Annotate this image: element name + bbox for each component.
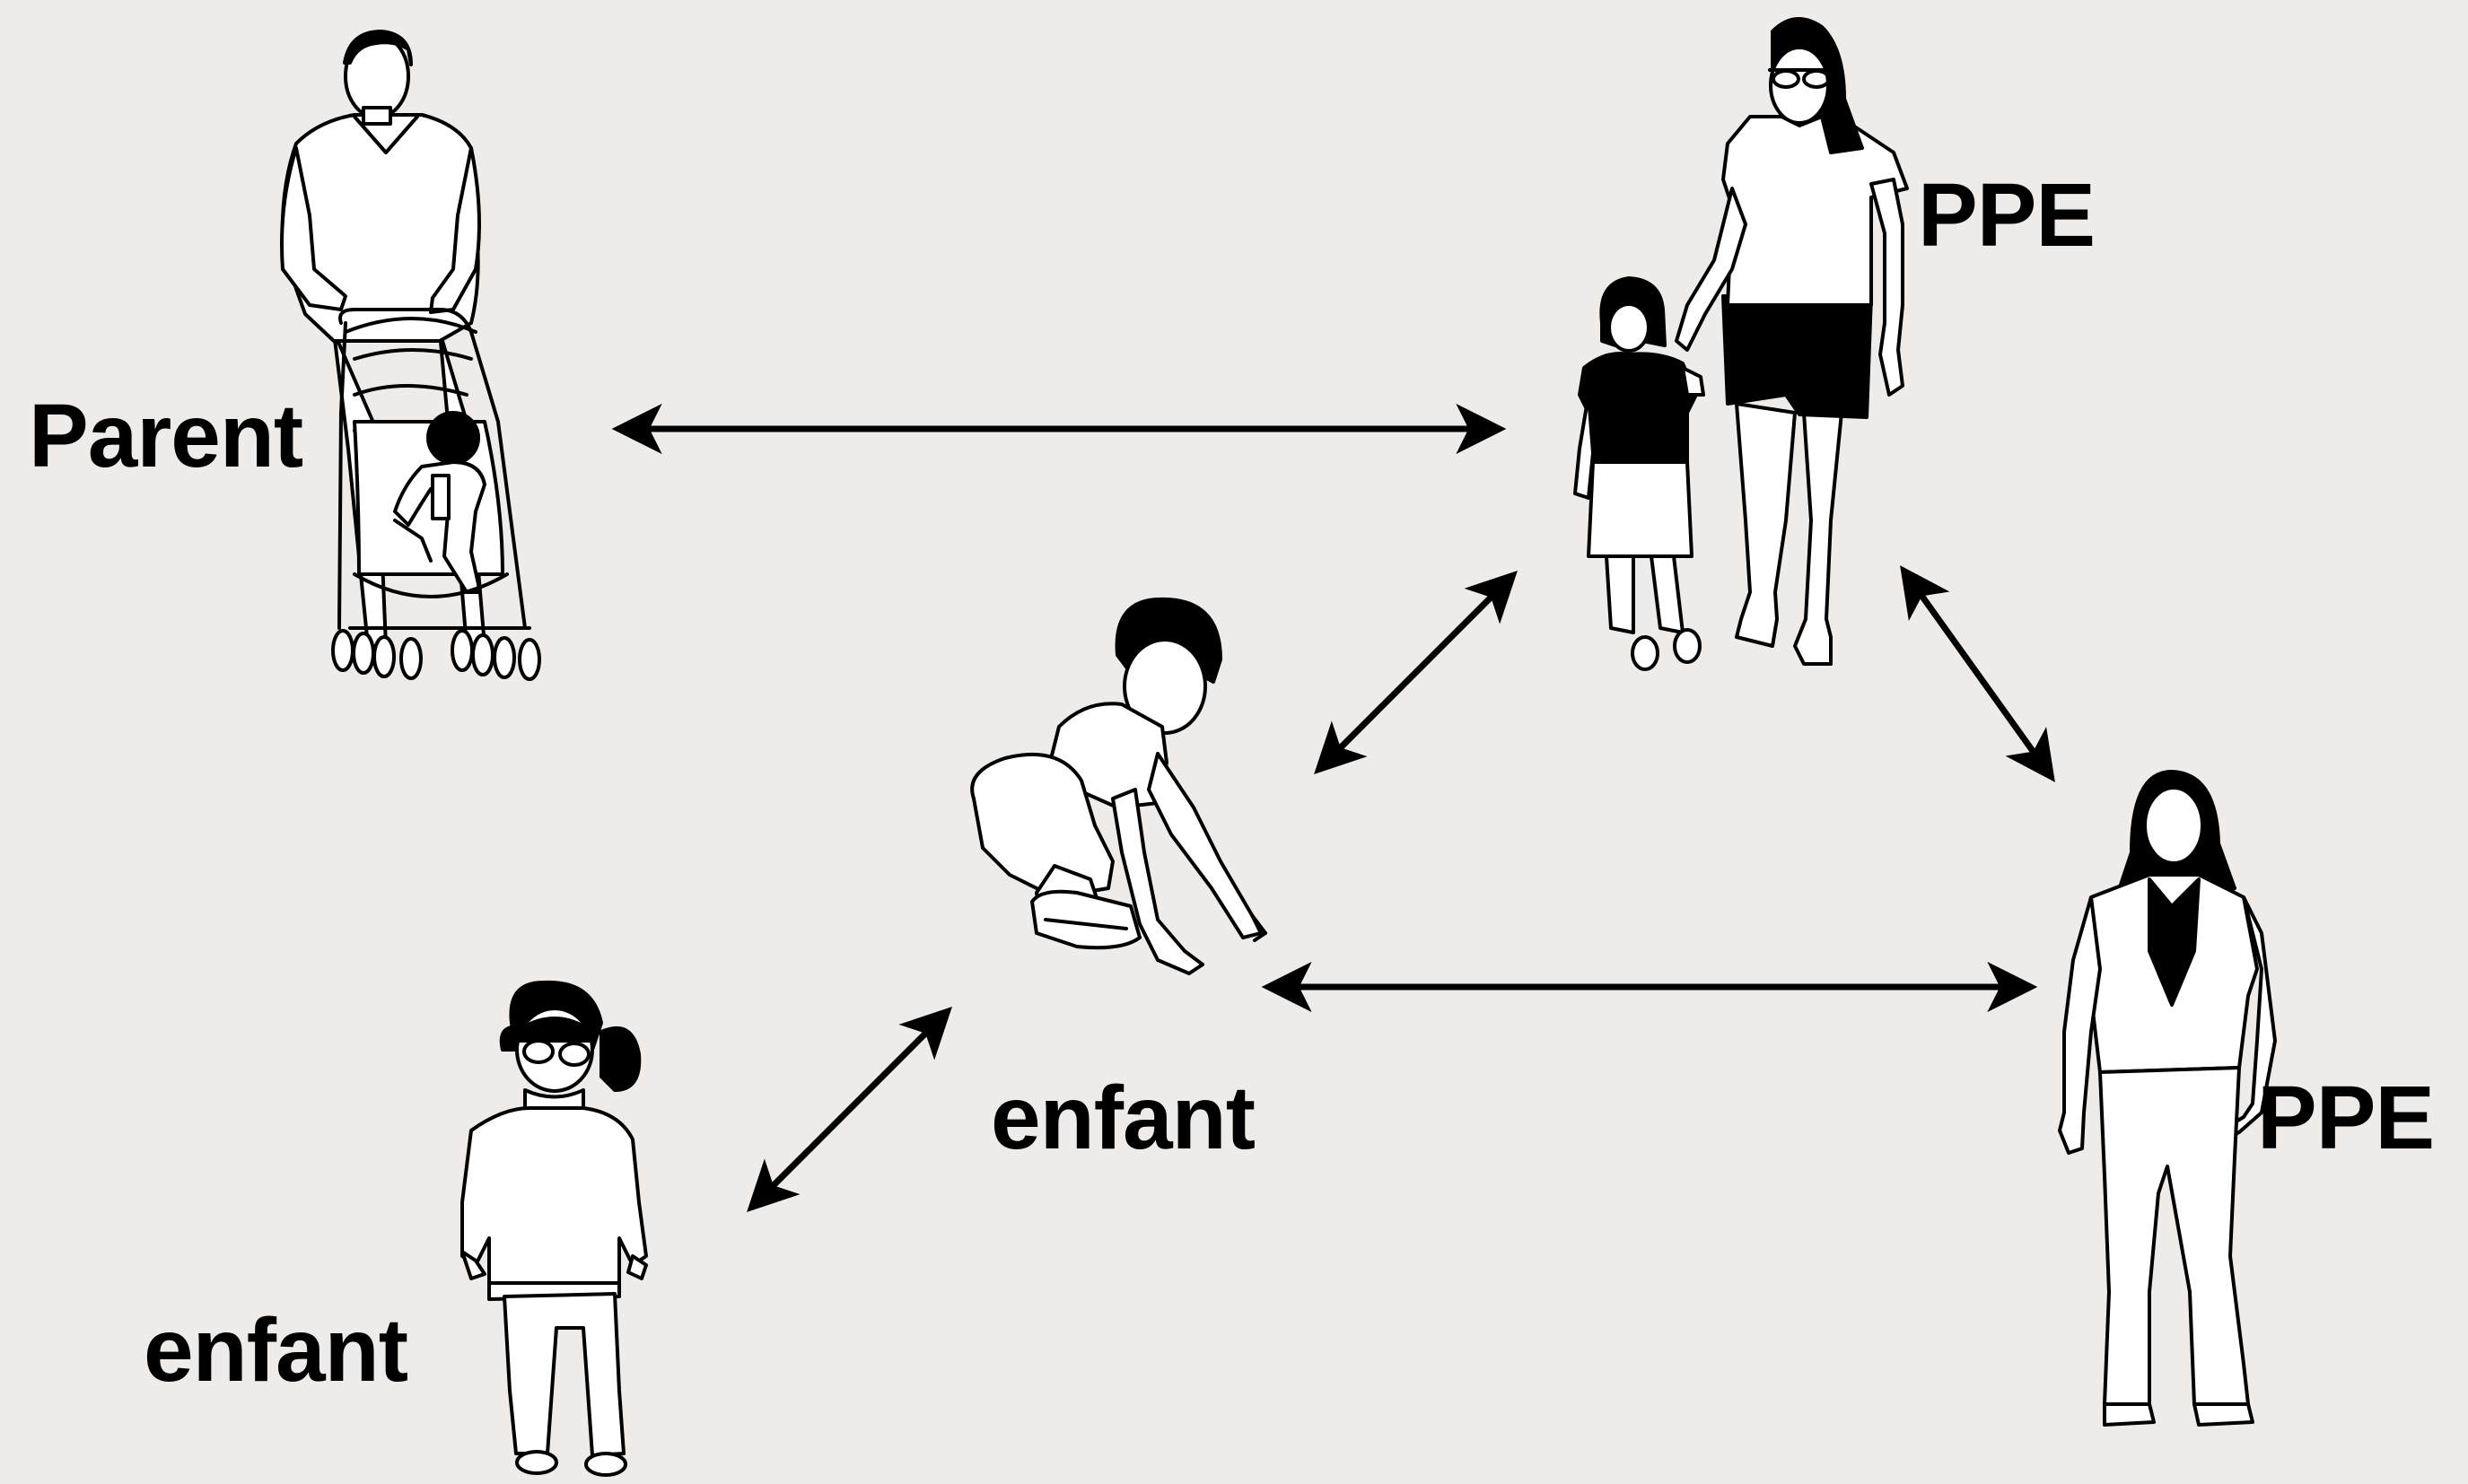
label-enfant-bottom: enfant <box>144 1300 408 1401</box>
arrow-enfant-bottom-enfant-center <box>747 1007 952 1212</box>
ppe-woman-standing-figure <box>2058 770 2277 1427</box>
arrow-ppe-top-ppe-bottom <box>1900 565 2055 782</box>
label-ppe-top: PPE <box>1918 165 2096 266</box>
enfant-crouching-figure <box>970 597 1267 975</box>
label-ppe-bottom: PPE <box>2257 1068 2435 1168</box>
parent-with-stroller-figure <box>280 30 541 681</box>
enfant-girl-standing-figure <box>460 980 648 1477</box>
ppe-woman-with-child-figure <box>1573 17 1909 671</box>
label-enfant-center: enfant <box>991 1068 1256 1168</box>
arrow-enfant-center-ppe-top <box>1314 571 1518 774</box>
label-parent: Parent <box>29 386 303 486</box>
arrows <box>611 404 2055 1212</box>
